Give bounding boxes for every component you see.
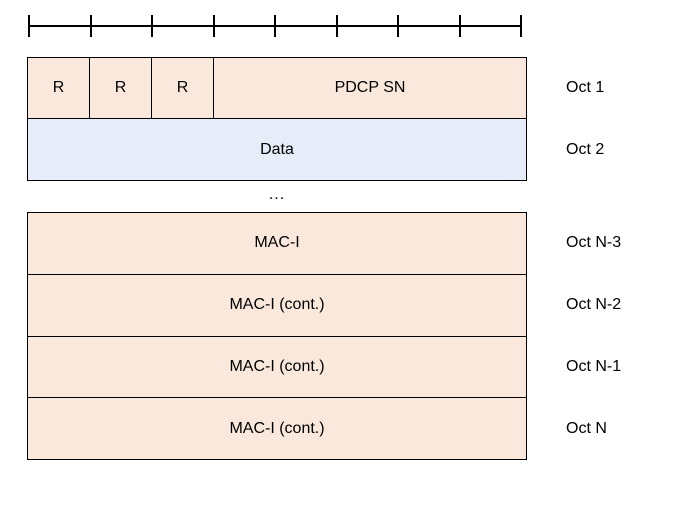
ruler-tick <box>151 15 153 37</box>
octet-label-oct-2: Oct 2 <box>566 140 605 158</box>
field-mac-i-cont-1-label: MAC-I (cont.) <box>229 296 325 314</box>
octet-label-oct-1: Oct 1 <box>566 78 605 96</box>
ruler-tick <box>28 15 30 37</box>
field-mac-i-label: MAC-I <box>254 234 300 252</box>
octet-label-oct-n-3: Oct N-3 <box>566 234 622 251</box>
field-r-3: R <box>152 58 214 118</box>
field-mac-i-cont-2: MAC-I (cont.) <box>28 336 526 399</box>
ruler-tick <box>335 15 338 37</box>
ruler-tick <box>520 15 522 37</box>
pdu-header-block: R R R PDCP SN Data <box>27 57 527 181</box>
ruler-tick <box>89 15 92 37</box>
octet-label-oct-n-2: Oct N-2 <box>566 296 622 313</box>
field-data-label: Data <box>260 140 294 158</box>
header-row: R R R PDCP SN <box>28 58 526 119</box>
field-mac-i-cont-2-label: MAC-I (cont.) <box>229 357 325 375</box>
field-r-2: R <box>90 58 152 118</box>
octet-label-oct-n-1: Oct N-1 <box>566 358 622 375</box>
field-mac-i: MAC-I <box>28 213 526 275</box>
ruler-tick <box>458 15 461 37</box>
octet-ellipsis: ... <box>268 186 286 203</box>
octet-label-oct-n: Oct N <box>566 420 607 437</box>
bit-ruler <box>28 15 522 37</box>
ruler-tick <box>212 15 215 37</box>
field-r-3-label: R <box>176 79 189 96</box>
ruler-tick <box>274 15 276 37</box>
ruler-tick <box>397 15 399 37</box>
field-mac-i-cont-3: MAC-I (cont.) <box>28 398 526 459</box>
field-pdcp-sn-label: PDCP SN <box>334 79 406 96</box>
field-mac-i-cont-3-label: MAC-I (cont.) <box>229 419 325 437</box>
field-r-1: R <box>28 58 90 118</box>
field-r-2-label: R <box>114 79 127 96</box>
field-data: Data <box>28 119 526 180</box>
field-mac-i-cont-1: MAC-I (cont.) <box>28 274 526 337</box>
field-r-1-label: R <box>52 79 65 96</box>
field-pdcp-sn: PDCP SN <box>214 58 526 118</box>
mac-i-block: MAC-I MAC-I (cont.) MAC-I (cont.) MAC-I … <box>27 212 527 460</box>
